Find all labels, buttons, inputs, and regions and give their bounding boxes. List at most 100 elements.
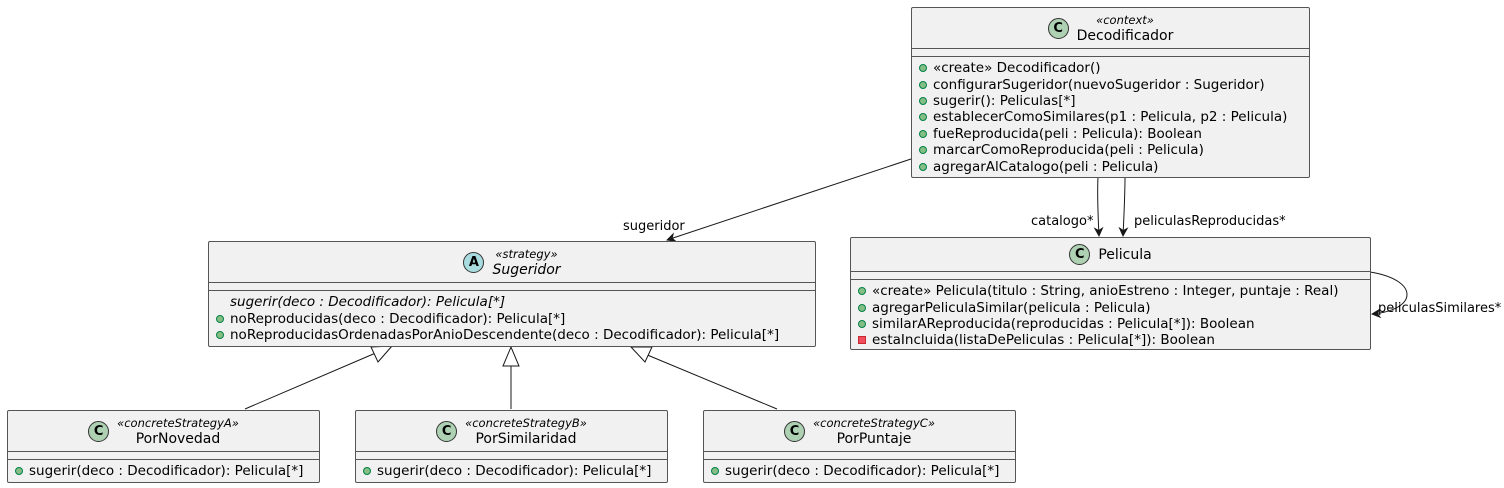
operations-compartment: sugerir(deco : Decodificador): Pelicula[…	[704, 459, 1015, 483]
operation: estaIncluida(listaDePeliculas : Pelicula…	[856, 332, 1365, 348]
public-visibility-icon	[216, 314, 224, 323]
stereotype: «concreteStrategyC»	[813, 416, 935, 430]
class-c-icon: C	[784, 420, 806, 442]
class-decodificador[interactable]: C «context» Decodificador «create» Decod…	[911, 7, 1310, 178]
class-header: C «concreteStrategyA» PorNovedad	[8, 411, 319, 451]
label-catalogo: catalogo*	[1031, 214, 1094, 229]
generalization-pornovedad	[244, 351, 379, 410]
operation: sugerir(): Peliculas[*]	[917, 93, 1304, 109]
operation-signature: agregarPeliculaSimilar(pelicula : Pelicu…	[872, 299, 1151, 316]
attributes-compartment	[8, 451, 319, 459]
operations-compartment: sugerir(deco : Decodificador): Pelicula[…	[8, 459, 319, 483]
stereotype: «context»	[1096, 13, 1154, 27]
assoc-decodificador-sugeridor	[666, 158, 912, 242]
class-porpuntaje[interactable]: C «concreteStrategyC» PorPuntaje sugerir…	[703, 410, 1016, 483]
assoc-pelicula-self	[1369, 271, 1408, 319]
private-visibility-icon	[858, 336, 866, 345]
operation: configurarSugeridor(nuevoSugeridor : Sug…	[917, 76, 1304, 93]
operation-signature: sugerir(deco : Decodificador): Pelicula[…	[230, 294, 506, 311]
operation: sugerir(deco : Decodificador): Pelicula[…	[214, 294, 810, 310]
assoc-decodificador-catalogo	[1093, 176, 1104, 237]
generalization-arrow-porpuntaje	[629, 346, 653, 363]
public-visibility-icon	[919, 129, 927, 138]
class-c-icon: C	[436, 420, 458, 442]
operation-signature: sugerir(): Peliculas[*]	[933, 92, 1076, 109]
operations-compartment: sugerir(deco : Decodificador): Pelicula[…	[356, 459, 667, 483]
class-pornovedad[interactable]: C «concreteStrategyA» PorNovedad sugerir…	[7, 410, 320, 483]
generalization-arrow-porsimilaridad	[502, 345, 520, 367]
class-c-icon: C	[88, 420, 110, 442]
operation-signature: noReproducidasOrdenadasPorAnioDescendent…	[230, 326, 780, 343]
operation: sugerir(deco : Decodificador): Pelicula[…	[13, 463, 314, 479]
operation: «create» Decodificador()	[917, 60, 1304, 76]
operation-signature: fueReproducida(peli : Pelicula): Boolean	[933, 125, 1202, 142]
stereotype: «concreteStrategyB»	[465, 416, 587, 430]
operation: fueReproducida(peli : Pelicula): Boolean	[917, 126, 1304, 142]
operation-signature: «create» Pelicula(titulo : String, anioE…	[872, 283, 1339, 300]
generalization-arrow-pornovedad	[370, 345, 394, 363]
public-visibility-icon	[216, 330, 224, 339]
operation: «create» Pelicula(titulo : String, anioE…	[856, 283, 1365, 299]
operation-signature: noReproducidas(deco : Decodificador): Pe…	[230, 310, 566, 327]
label-peliculas-reproducidas: peliculasReproducidas*	[1134, 214, 1286, 229]
public-visibility-icon	[858, 287, 866, 296]
class-header: A «strategy» Sugeridor	[209, 242, 815, 282]
attributes-compartment	[912, 48, 1309, 56]
class-name: PorPuntaje	[836, 431, 912, 447]
public-visibility-icon	[363, 467, 371, 476]
public-visibility-icon	[858, 319, 866, 328]
operation: sugerir(deco : Decodificador): Pelicula[…	[361, 463, 662, 479]
operation-signature: sugerir(deco : Decodificador): Pelicula[…	[725, 463, 1000, 480]
operation: sugerir(deco : Decodificador): Pelicula[…	[709, 463, 1010, 479]
class-c-icon: C	[1069, 244, 1091, 265]
class-porsimilaridad[interactable]: C «concreteStrategyB» PorSimilaridad sug…	[355, 410, 668, 483]
class-sugeridor[interactable]: A «strategy» Sugeridor sugerir(deco : De…	[208, 241, 816, 347]
operation-signature: establecerComoSimilares(p1 : Pelicula, p…	[933, 109, 1288, 126]
class-name: Decodificador	[1076, 28, 1174, 44]
attributes-compartment	[209, 282, 815, 290]
operation-signature: estaIncluida(listaDePeliculas : Pelicula…	[872, 332, 1215, 349]
class-header: C «concreteStrategyB» PorSimilaridad	[356, 411, 667, 451]
public-visibility-icon	[858, 303, 866, 312]
class-header: C Pelicula	[851, 238, 1370, 271]
label-sugeridor: sugeridor	[623, 219, 685, 234]
class-name: Pelicula	[1098, 246, 1152, 263]
public-visibility-icon	[919, 162, 927, 171]
class-name: PorSimilaridad	[475, 431, 577, 447]
operations-compartment: «create» Decodificador()configurarSugeri…	[912, 56, 1309, 179]
generalization-porpuntaje	[644, 353, 778, 410]
operation-signature: sugerir(deco : Decodificador): Pelicula[…	[377, 463, 652, 480]
attributes-compartment	[704, 451, 1015, 459]
operation: noReproducidasOrdenadasPorAnioDescendent…	[214, 327, 810, 343]
class-header: C «context» Decodificador	[912, 8, 1309, 48]
public-visibility-icon	[919, 64, 927, 73]
stereotype: «concreteStrategyA»	[117, 416, 239, 430]
attributes-compartment	[356, 451, 667, 459]
abstract-class-a-icon: A	[463, 251, 485, 273]
class-c-icon: C	[1047, 17, 1069, 39]
operation-signature: agregarAlCatalogo(peli : Pelicula)	[933, 158, 1159, 175]
operation: establecerComoSimilares(p1 : Pelicula, p…	[917, 109, 1304, 125]
public-visibility-icon	[15, 467, 23, 476]
public-visibility-icon	[919, 80, 927, 89]
operation: noReproducidas(deco : Decodificador): Pe…	[214, 310, 810, 327]
assoc-decodificador-reproducidas	[1118, 176, 1129, 237]
operations-compartment: sugerir(deco : Decodificador): Pelicula[…	[209, 290, 815, 347]
label-peliculas-similares: peliculasSimilares*	[1378, 301, 1502, 316]
operation-signature: «create» Decodificador()	[933, 60, 1101, 77]
operation-signature: similarAReproducida(reproducidas : Pelic…	[872, 315, 1255, 332]
class-name: Sugeridor	[492, 262, 561, 278]
class-header: C «concreteStrategyC» PorPuntaje	[704, 411, 1015, 451]
public-visibility-icon	[711, 467, 719, 476]
class-pelicula[interactable]: C Pelicula «create» Pelicula(titulo : St…	[850, 237, 1371, 350]
stereotype: «strategy»	[495, 247, 558, 261]
operation-signature: marcarComoReproducida(peli : Pelicula)	[933, 142, 1204, 159]
operations-compartment: «create» Pelicula(titulo : String, anioE…	[851, 279, 1370, 353]
public-visibility-icon	[919, 96, 927, 105]
operation: agregarAlCatalogo(peli : Pelicula)	[917, 158, 1304, 175]
operation: similarAReproducida(reproducidas : Pelic…	[856, 316, 1365, 332]
operation: marcarComoReproducida(peli : Pelicula)	[917, 142, 1304, 158]
operation-signature: configurarSugeridor(nuevoSugeridor : Sug…	[933, 76, 1265, 93]
